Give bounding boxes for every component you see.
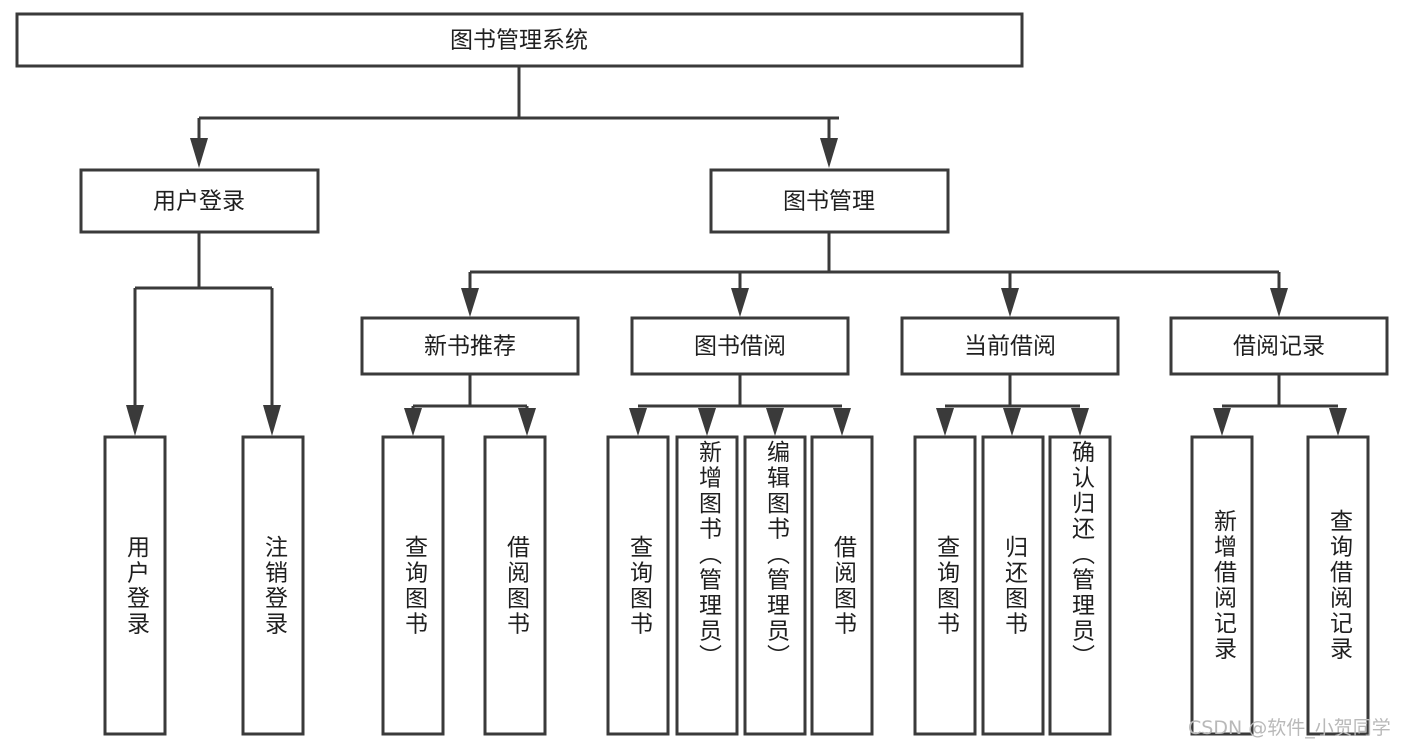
leaf-borrow-book-2-box[interactable] xyxy=(810,435,874,736)
node-root[interactable]: 图书管理系统 xyxy=(15,12,1024,68)
leaf-return-book-box[interactable] xyxy=(981,435,1045,736)
arrow-head-leaf-add-record xyxy=(1213,408,1231,436)
arrow-head-leaf-return-book xyxy=(1003,408,1021,436)
leaf-query-book-3[interactable]: 查询图书 xyxy=(913,435,977,736)
node-current-borrow-box[interactable] xyxy=(900,316,1120,376)
leaf-confirm-return-box[interactable] xyxy=(1048,435,1112,736)
arrow-head-leaf-query-book-2 xyxy=(629,408,647,436)
leaf-query-record-box[interactable] xyxy=(1306,435,1370,736)
leaf-user-login-box[interactable] xyxy=(103,435,167,736)
leaf-borrow-book-1-label: 借阅图书 xyxy=(502,534,529,637)
node-current-borrow[interactable]: 当前借阅 xyxy=(900,316,1120,376)
arrow-head-leaf-query-record xyxy=(1329,408,1347,436)
arrow-head-leaf-borrow-book-2 xyxy=(833,408,851,436)
arrow-head-borrow-record xyxy=(1270,288,1288,317)
leaf-query-record[interactable]: 查询借阅记录 xyxy=(1306,435,1370,736)
node-new-book-recommend-box[interactable] xyxy=(360,316,580,376)
connector-layer xyxy=(126,66,1347,436)
node-book-management-label: 图书管理 xyxy=(783,189,875,215)
leaf-add-record-label: 新增借阅记录 xyxy=(1209,509,1236,662)
leaf-borrow-book-1[interactable]: 借阅图书 xyxy=(483,435,547,736)
leaf-return-book-label: 归还图书 xyxy=(1000,534,1027,637)
leaf-edit-book-label: 编辑图书（管理员） xyxy=(762,440,789,670)
node-user-login[interactable]: 用户登录 xyxy=(79,168,320,234)
leaf-add-book-label: 新增图书（管理员） xyxy=(694,440,721,670)
arrow-head-leaf-add-book xyxy=(698,408,716,436)
node-book-management[interactable]: 图书管理 xyxy=(709,168,950,234)
leaf-query-book-1-box[interactable] xyxy=(381,435,445,736)
leaf-query-book-1[interactable]: 查询图书 xyxy=(381,435,445,736)
node-user-login-label: 用户登录 xyxy=(153,189,245,215)
node-borrow-record[interactable]: 借阅记录 xyxy=(1169,316,1389,376)
leaf-query-record-label: 查询借阅记录 xyxy=(1325,509,1352,662)
node-book-management-box[interactable] xyxy=(709,168,950,234)
leaf-add-record[interactable]: 新增借阅记录 xyxy=(1190,435,1254,736)
leaf-borrow-book-2[interactable]: 借阅图书 xyxy=(810,435,874,736)
leaf-edit-book-box[interactable] xyxy=(743,435,807,736)
arrow-head-leaf-user-login xyxy=(126,405,144,436)
node-root-label: 图书管理系统 xyxy=(450,28,588,54)
leaf-logout-login-label: 注销登录 xyxy=(260,534,287,637)
leaf-query-book-3-box[interactable] xyxy=(913,435,977,736)
leaf-edit-book[interactable]: 编辑图书（管理员） xyxy=(743,435,807,736)
arrow-head-leaf-logout-login xyxy=(263,405,281,436)
leaf-add-book-box[interactable] xyxy=(675,435,739,736)
leaf-query-book-2[interactable]: 查询图书 xyxy=(606,435,670,736)
node-root-box[interactable] xyxy=(15,12,1024,68)
leaf-confirm-return[interactable]: 确认归还（管理员） xyxy=(1048,435,1112,736)
arrow-head-new-book-recommend xyxy=(461,288,479,317)
leaf-logout-login[interactable]: 注销登录 xyxy=(241,435,305,736)
node-book-borrow[interactable]: 图书借阅 xyxy=(630,316,850,376)
arrow-head-book-management xyxy=(820,138,838,168)
leaf-confirm-return-label: 确认归还（管理员） xyxy=(1067,440,1094,670)
leaf-user-login[interactable]: 用户登录 xyxy=(103,435,167,736)
leaf-add-book[interactable]: 新增图书（管理员） xyxy=(675,435,739,736)
leaf-borrow-book-2-label: 借阅图书 xyxy=(829,534,856,637)
leaf-query-book-2-box[interactable] xyxy=(606,435,670,736)
node-current-borrow-label: 当前借阅 xyxy=(964,334,1056,360)
arrow-head-current-borrow xyxy=(1001,288,1019,317)
leaf-query-book-1-label: 查询图书 xyxy=(400,534,427,637)
leaf-logout-login-box[interactable] xyxy=(241,435,305,736)
leaf-query-book-3-label: 查询图书 xyxy=(932,534,959,637)
leaf-borrow-book-1-box[interactable] xyxy=(483,435,547,736)
arrow-head-leaf-borrow-book-1 xyxy=(518,408,536,436)
leaf-user-login-label: 用户登录 xyxy=(122,534,149,637)
node-book-borrow-label: 图书借阅 xyxy=(694,334,786,360)
arrow-head-leaf-confirm-return xyxy=(1071,408,1089,436)
node-new-book-recommend[interactable]: 新书推荐 xyxy=(360,316,580,376)
arrow-head-leaf-query-book-3 xyxy=(936,408,954,436)
leaf-add-record-box[interactable] xyxy=(1190,435,1254,736)
arrow-head-book-borrow xyxy=(731,288,749,317)
node-new-book-recommend-label: 新书推荐 xyxy=(424,334,516,360)
arrow-head-leaf-query-book-1 xyxy=(404,408,422,436)
node-borrow-record-box[interactable] xyxy=(1169,316,1389,376)
leaf-query-book-2-label: 查询图书 xyxy=(625,534,652,637)
leaf-return-book[interactable]: 归还图书 xyxy=(981,435,1045,736)
node-borrow-record-label: 借阅记录 xyxy=(1233,334,1325,360)
node-user-login-box[interactable] xyxy=(79,168,320,234)
node-book-borrow-box[interactable] xyxy=(630,316,850,376)
arrow-head-user-login xyxy=(190,138,208,168)
arrow-head-leaf-edit-book xyxy=(766,408,784,436)
